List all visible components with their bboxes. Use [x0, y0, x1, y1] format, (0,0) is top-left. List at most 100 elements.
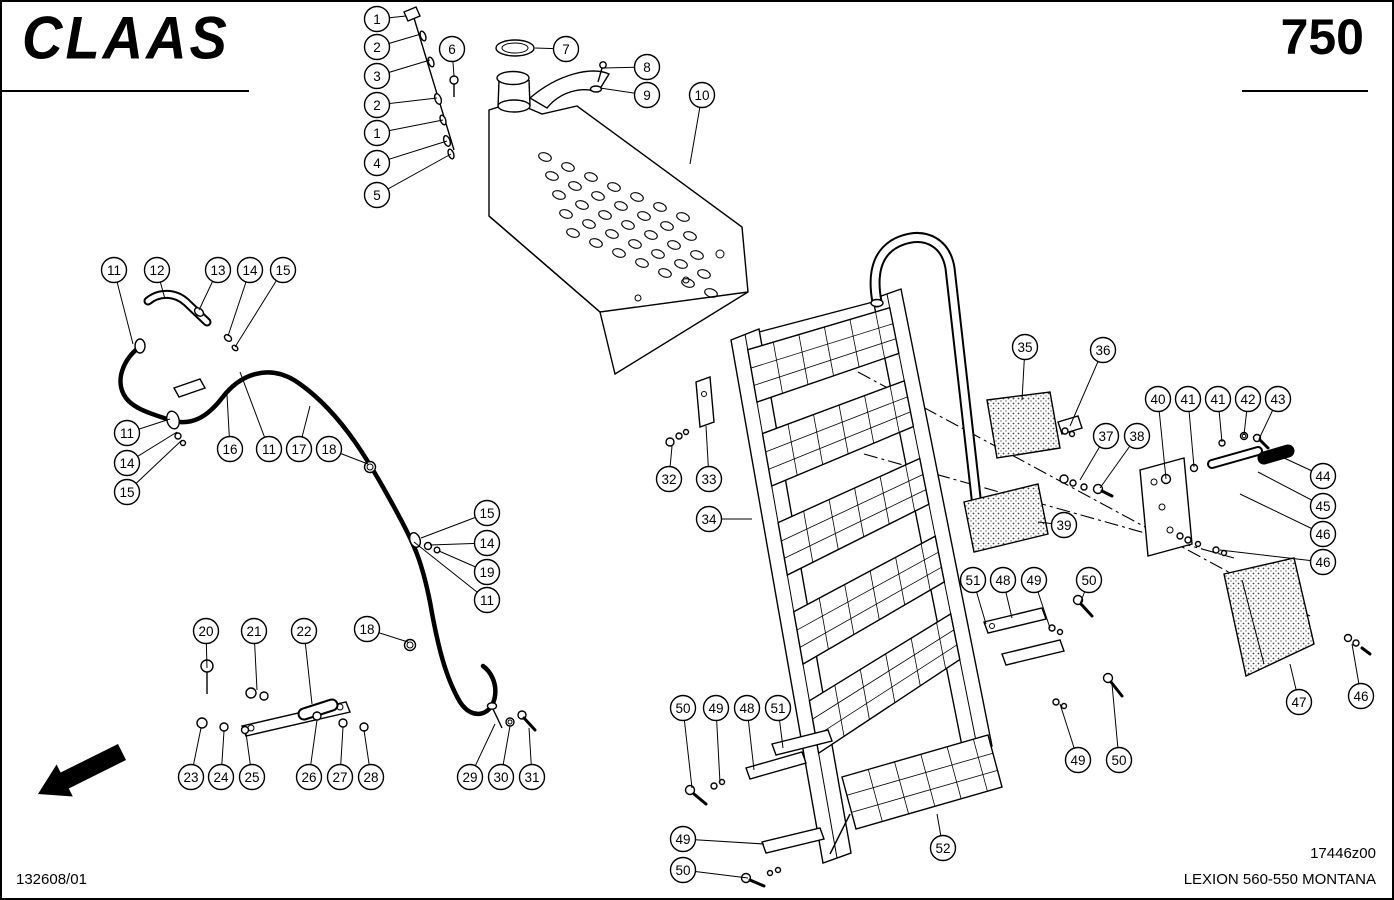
callout-8: 8	[602, 53, 661, 81]
callout-25: 25	[238, 732, 266, 791]
callout-49: 49	[669, 825, 765, 853]
callout-10: 10	[688, 81, 716, 165]
callout-49: 49	[1059, 703, 1092, 774]
callout-49: 49	[702, 694, 730, 784]
callout-16: 16	[216, 394, 244, 463]
svg-text:4: 4	[373, 156, 381, 171]
callout-34: 34	[695, 505, 752, 533]
callout-18: 18	[353, 615, 409, 643]
svg-text:15: 15	[479, 506, 494, 521]
svg-text:48: 48	[995, 573, 1010, 588]
callout-52: 52	[929, 813, 957, 862]
callout-7: 7	[534, 35, 580, 63]
callout-15: 15	[113, 439, 183, 506]
svg-text:12: 12	[149, 263, 164, 278]
callout-51: 51	[959, 566, 987, 625]
svg-text:51: 51	[965, 573, 980, 588]
svg-text:46: 46	[1315, 555, 1330, 570]
callout-29: 29	[456, 723, 496, 791]
svg-text:42: 42	[1240, 392, 1255, 407]
callout-1: 1	[363, 5, 407, 33]
callout-13: 13	[198, 256, 232, 311]
callout-33: 33	[695, 425, 723, 493]
svg-text:14: 14	[119, 456, 135, 471]
callout-37: 37	[1079, 422, 1120, 481]
svg-text:41: 41	[1180, 392, 1195, 407]
callout-4: 4	[363, 140, 448, 177]
svg-text:35: 35	[1017, 340, 1032, 355]
svg-text:1: 1	[373, 126, 381, 141]
svg-text:18: 18	[359, 622, 374, 637]
tank-platform	[488, 39, 749, 376]
callout-12: 12	[143, 256, 171, 300]
svg-text:27: 27	[332, 770, 347, 785]
svg-text:2: 2	[373, 98, 381, 113]
svg-text:31: 31	[524, 770, 539, 785]
svg-text:11: 11	[120, 426, 134, 441]
callout-21: 21	[240, 617, 268, 691]
callout-1: 1	[363, 119, 444, 147]
svg-text:20: 20	[198, 624, 213, 639]
svg-text:8: 8	[643, 60, 651, 75]
svg-text:46: 46	[1315, 527, 1330, 542]
callout-45: 45	[1257, 471, 1337, 520]
callout-50: 50	[1105, 683, 1133, 774]
svg-text:10: 10	[694, 88, 709, 103]
callout-44: 44	[1283, 457, 1337, 490]
svg-text:44: 44	[1315, 469, 1331, 484]
callout-28: 28	[357, 729, 385, 791]
callout-50: 50	[669, 694, 697, 789]
ladder-step	[746, 306, 900, 404]
callout-11: 11	[239, 371, 283, 463]
svg-text:29: 29	[462, 770, 477, 785]
callout-23: 23	[177, 727, 205, 791]
callout-14: 14	[227, 256, 264, 337]
callout-11: 11	[100, 256, 134, 345]
svg-text:41: 41	[1210, 392, 1225, 407]
svg-text:50: 50	[1081, 573, 1096, 588]
callout-48: 48	[733, 694, 761, 771]
callout-18: 18	[315, 435, 369, 465]
svg-text:30: 30	[493, 770, 508, 785]
ladder-step	[792, 535, 946, 666]
callout-2: 2	[363, 33, 422, 61]
svg-text:38: 38	[1129, 429, 1144, 444]
svg-text:11: 11	[480, 593, 494, 608]
callout-20: 20	[192, 617, 220, 669]
lower-flap	[1223, 557, 1372, 678]
svg-text:36: 36	[1095, 343, 1110, 358]
svg-text:18: 18	[321, 442, 336, 457]
svg-text:43: 43	[1270, 392, 1285, 407]
svg-text:3: 3	[373, 69, 381, 84]
mounting-strips	[684, 594, 1124, 888]
direction-arrow-icon	[38, 744, 126, 797]
callout-3: 3	[363, 59, 431, 90]
svg-text:49: 49	[1070, 753, 1085, 768]
svg-text:11: 11	[107, 263, 121, 278]
callout-47: 47	[1285, 663, 1313, 716]
header-rule-right	[1242, 90, 1368, 92]
svg-text:6: 6	[448, 42, 456, 57]
svg-text:7: 7	[562, 42, 570, 57]
callout-32: 32	[655, 445, 683, 493]
callout-11: 11	[113, 418, 171, 447]
callout-46: 46	[1219, 548, 1337, 576]
svg-text:14: 14	[479, 536, 495, 551]
svg-text:49: 49	[675, 832, 690, 847]
ladder-step	[841, 734, 1003, 830]
svg-text:11: 11	[262, 442, 276, 457]
callout-2: 2	[363, 91, 438, 119]
callout-38: 38	[1099, 422, 1151, 489]
callout-15: 15	[420, 499, 501, 539]
svg-text:50: 50	[1111, 753, 1126, 768]
svg-text:50: 50	[675, 863, 690, 878]
svg-text:15: 15	[119, 485, 134, 500]
linkage-assembly	[196, 659, 537, 737]
ladder-step	[761, 379, 915, 487]
callout-6: 6	[438, 35, 466, 77]
svg-text:49: 49	[1026, 573, 1041, 588]
hose-assembly	[118, 289, 498, 716]
callout-41: 41	[1204, 385, 1232, 443]
